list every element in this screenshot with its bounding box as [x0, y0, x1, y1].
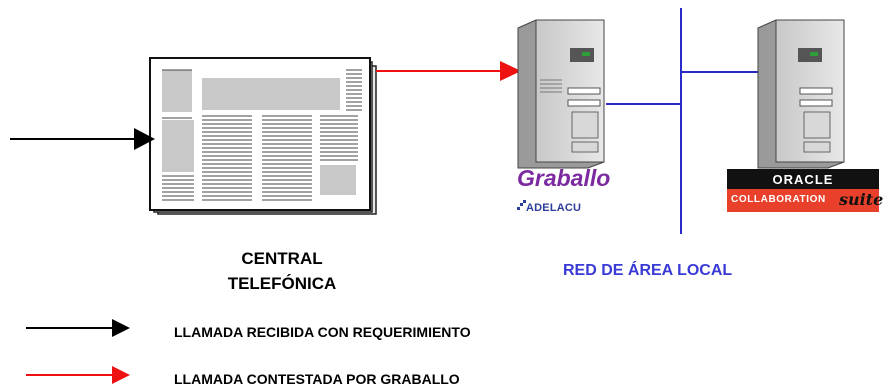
central-telefonica-icon [149, 57, 377, 215]
legend-label-incoming: LLAMADA RECIBIDA CON REQUERIMIENTO [174, 324, 471, 340]
graballo-label: Graballo [517, 165, 611, 191]
network-label: RED DE ÁREA LOCAL [563, 262, 733, 279]
adelacu-brand-label: ADELACU [526, 202, 582, 214]
oracle-server-icon [757, 19, 845, 169]
central-telefonica-label: CENTRAL TELEFÓNICA [202, 246, 362, 296]
adelacu-logo-icon [517, 200, 526, 210]
oracle-logo-word: ORACLE [772, 172, 834, 187]
network-lines [606, 8, 758, 234]
legend-label-answered: LLAMADA CONTESTADA POR GRABALLO [174, 371, 460, 387]
central-label-line2: TELEFÓNICA [227, 274, 337, 293]
central-label-line1: CENTRAL [241, 249, 323, 268]
legend-red-arrow [26, 366, 130, 384]
legend-black-arrow [26, 319, 130, 337]
incoming-call-arrow [10, 128, 155, 150]
oracle-collab-word: COLLABORATION [731, 194, 826, 205]
graballo-server-icon [517, 19, 605, 169]
oracle-suite-word: suite [839, 190, 884, 209]
answered-call-arrow [376, 61, 521, 81]
oracle-collaboration-suite-logo: ORACLE COLLABORATION suite [727, 169, 883, 212]
oracle-logo-bar: COLLABORATION suite [727, 189, 883, 212]
